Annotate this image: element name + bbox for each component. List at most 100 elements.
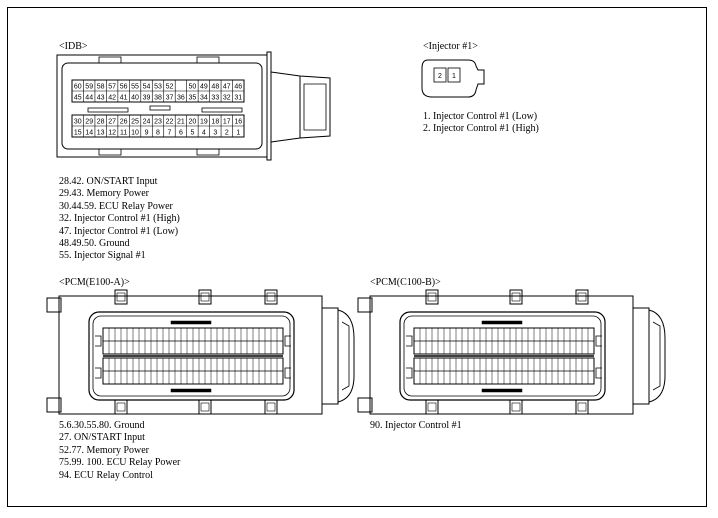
idb-pin-label: 46	[234, 84, 242, 91]
idb-pin-label: 27	[108, 119, 116, 126]
pcm-mount-tab	[46, 297, 62, 313]
idb-note: 47. Injector Control #1 (Low)	[59, 225, 179, 237]
pcm-clip-inner	[266, 292, 276, 302]
pcm-key-slot	[481, 388, 523, 393]
idb-pin-label: 59	[85, 84, 93, 91]
idb-pin-label: 19	[200, 119, 208, 126]
idb-separator	[87, 107, 129, 113]
injector-body	[421, 59, 485, 98]
idb-pin-label: 9	[145, 130, 149, 137]
idb-pin-label: 25	[131, 119, 139, 126]
pcm-clip-inner	[116, 402, 126, 412]
idb-pin-label: 52	[166, 84, 174, 91]
pcm-guide	[406, 367, 413, 379]
idb-pin-label: 4	[202, 130, 206, 137]
idb-pin-label: 32	[223, 95, 231, 102]
idb-pin-label: 30	[74, 119, 82, 126]
idb-pin-label: 42	[108, 95, 116, 102]
idb-key-tab	[98, 56, 122, 64]
idb-pin-label: 23	[154, 119, 162, 126]
pcm-b-note: 90. Injector Control #1	[370, 420, 462, 431]
injector-pin-label: 1	[452, 73, 456, 80]
pcm-key-slot	[481, 320, 523, 325]
pcm-a-title: <PCM(E100-A)>	[59, 277, 130, 288]
idb-pin-label: 11	[120, 130, 127, 137]
pcm-a-note: 94. ECU Relay Control	[59, 469, 153, 481]
idb-pin-label: 58	[97, 84, 105, 91]
idb-separator	[149, 105, 171, 111]
idb-face	[61, 62, 263, 150]
idb-pin-label: 54	[143, 84, 151, 91]
idb-pin-label: 18	[211, 119, 219, 126]
diagram-frame	[7, 7, 707, 507]
pcm-b-title: <PCM(C100-B)>	[370, 277, 441, 288]
idb-separator	[201, 107, 243, 113]
idb-pin-label: 13	[97, 130, 105, 137]
idb-pin-label: 53	[154, 84, 162, 91]
injector-pin-label: 2	[438, 73, 442, 80]
idb-pin-label: 49	[200, 84, 208, 91]
idb-pin-label: 17	[223, 119, 231, 126]
idb-pin-label: 14	[85, 130, 93, 137]
idb-pin-label: 2	[225, 130, 229, 137]
pcm-clip-inner	[577, 292, 587, 302]
idb-pin-label: 38	[154, 95, 162, 102]
pcm-mount-tab	[46, 397, 62, 413]
idb-pin-label: 41	[120, 95, 128, 102]
pcm-inner-housing	[403, 315, 602, 397]
idb-pin-label: 26	[120, 119, 128, 126]
idb-pin-label: 39	[143, 95, 151, 102]
pcm-clip-inner	[511, 402, 521, 412]
pcm-a-note: 75.99. 100. ECU Relay Power	[59, 457, 181, 469]
idb-pin-label: 60	[74, 84, 82, 91]
idb-key-tab	[196, 148, 220, 156]
pcm-clip	[198, 289, 212, 305]
idb-pin-label: 33	[211, 95, 219, 102]
pcm-inner-housing	[88, 311, 295, 401]
idb-pin-label: 3	[213, 130, 217, 137]
idb-pin-label: 5	[190, 130, 194, 137]
idb-pin-label: 10	[131, 130, 139, 137]
pcm-a-note: 5.6.30.55.80. Ground	[59, 420, 145, 431]
idb-pin-label: 8	[156, 130, 160, 137]
pcm-clip-inner	[427, 292, 437, 302]
idb-pin-label: 48	[211, 84, 219, 91]
idb-pin-label: 29	[85, 119, 93, 126]
pcm-guide	[595, 367, 602, 379]
pcm-a-note: 27. ON/START Input	[59, 432, 145, 444]
injector-pin-box	[447, 67, 461, 83]
idb-key-tab	[196, 56, 220, 64]
idb-pin-label: 34	[200, 95, 208, 102]
pcm-key-slot	[170, 388, 212, 393]
idb-pin-label: 44	[85, 95, 93, 102]
idb-key-tab	[98, 148, 122, 156]
idb-pin-label: 7	[168, 130, 172, 137]
idb-pin-label: 56	[120, 84, 128, 91]
pcm-inner-housing	[92, 315, 291, 397]
idb-pin-label: 20	[189, 119, 197, 126]
pcm-clip-inner	[200, 292, 210, 302]
pcm-clip-inner	[577, 402, 587, 412]
idb-note: 32. Injector Control #1 (High)	[59, 213, 180, 225]
pcm-latch-detail	[341, 321, 350, 391]
idb-pin-label: 55	[131, 84, 139, 91]
idb-pin-label: 35	[189, 95, 197, 102]
pcm-mount-tab	[357, 297, 373, 313]
idb-pin-notes: 28.42. ON/START Input 29.43. Memory Powe…	[59, 176, 180, 263]
pcm-clip-inner	[266, 402, 276, 412]
pcm-a-pin-notes: 5.6.30.55.80. Ground 27. ON/START Input …	[59, 420, 180, 482]
idb-boot	[270, 71, 331, 143]
injector-pin-notes: 1. Injector Control #1 (Low) 2. Injector…	[423, 111, 539, 136]
idb-note: 28.42. ON/START Input	[59, 176, 158, 187]
idb-title: <IDB>	[59, 41, 88, 52]
pcm-guide	[406, 335, 413, 347]
idb-pin-label: 24	[143, 119, 151, 126]
pcm-b-pin-notes: 90. Injector Control #1	[370, 420, 462, 432]
pcm-clip	[425, 289, 439, 305]
idb-pin-label: 16	[234, 119, 242, 126]
idb-pin-label: 57	[108, 84, 116, 91]
idb-pin-label: 28	[97, 119, 105, 126]
